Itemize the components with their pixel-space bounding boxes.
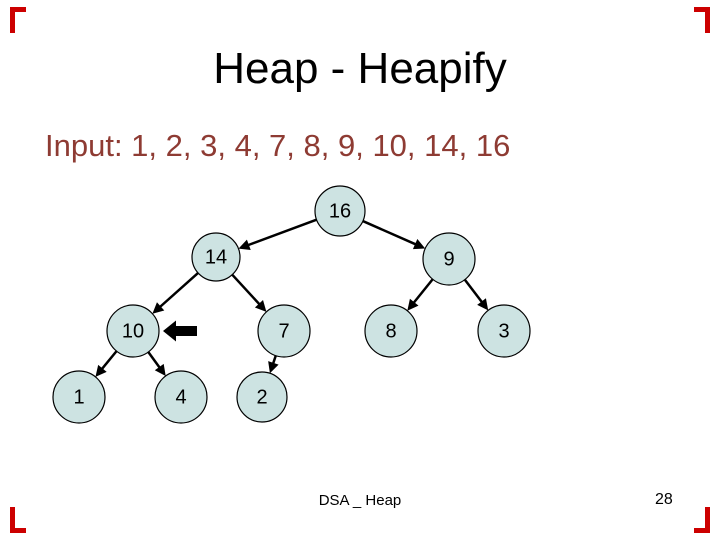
- tree-node-4: [154, 370, 208, 424]
- tree-edge-arrowhead-n9: [412, 239, 426, 250]
- tree-node-label-1: 1: [73, 387, 84, 409]
- tree-node-9: [422, 232, 476, 286]
- footer-text: DSA _ Heap: [318, 492, 402, 509]
- tree-edge-arrowhead-n10: [152, 302, 165, 314]
- tree-edge-n14-n10: [157, 272, 199, 310]
- tree-node-3: [477, 304, 531, 358]
- tree-edge-arrowhead-n1: [95, 364, 107, 377]
- tree-edge-arrowhead-n4: [154, 363, 166, 376]
- tree-node-2: [236, 371, 288, 423]
- tree-edge-n16-n14: [245, 218, 317, 248]
- tree-node-16: [314, 185, 366, 237]
- tree-node-label-8: 8: [385, 321, 396, 343]
- tree-edge-n10-n1: [99, 350, 118, 372]
- page-number: 28: [655, 491, 673, 508]
- tree-node-label-4: 4: [175, 387, 186, 409]
- tree-edge-arrowhead-n7: [254, 300, 267, 312]
- tree-node-label-7: 7: [278, 321, 289, 343]
- tree-edge-arrowhead-n3: [477, 298, 489, 311]
- tree-edge-arrowhead-n8: [407, 298, 419, 311]
- corner-mark-top-left: [10, 7, 28, 35]
- tree-node-label-16: 16: [329, 201, 351, 223]
- tree-node-14: [191, 232, 241, 282]
- tree-edge-arrowhead-n2: [268, 361, 279, 374]
- tree-node-label-10: 10: [122, 321, 144, 343]
- input-sequence-text: Input: 1, 2, 3, 4, 7, 8, 9, 10, 14, 16: [45, 128, 511, 163]
- tree-edge-n10-n4: [147, 351, 163, 371]
- corner-mark-bottom-right: [692, 505, 710, 533]
- tree-node-label-9: 9: [443, 249, 454, 271]
- tree-node-label-2: 2: [256, 387, 267, 409]
- slide-title: Heap - Heapify: [213, 44, 507, 93]
- tree-node-label-3: 3: [498, 321, 509, 343]
- tree-node-7: [257, 304, 311, 358]
- tree-node-1: [52, 370, 106, 424]
- tree-edge-n14-n7: [231, 273, 262, 307]
- tree-node-label-14: 14: [205, 247, 227, 269]
- tree-edge-n16-n9: [362, 219, 419, 247]
- tree-node-8: [364, 304, 418, 358]
- tree-edge-n9-n3: [463, 278, 485, 305]
- corner-mark-top-right: [692, 7, 710, 35]
- tree-edge-arrowhead-n14: [238, 239, 251, 250]
- tree-edge-n9-n8: [411, 278, 434, 306]
- heapify-pointer-arrow: [163, 320, 197, 342]
- tree-node-10: [106, 304, 160, 358]
- corner-mark-bottom-left: [10, 505, 28, 533]
